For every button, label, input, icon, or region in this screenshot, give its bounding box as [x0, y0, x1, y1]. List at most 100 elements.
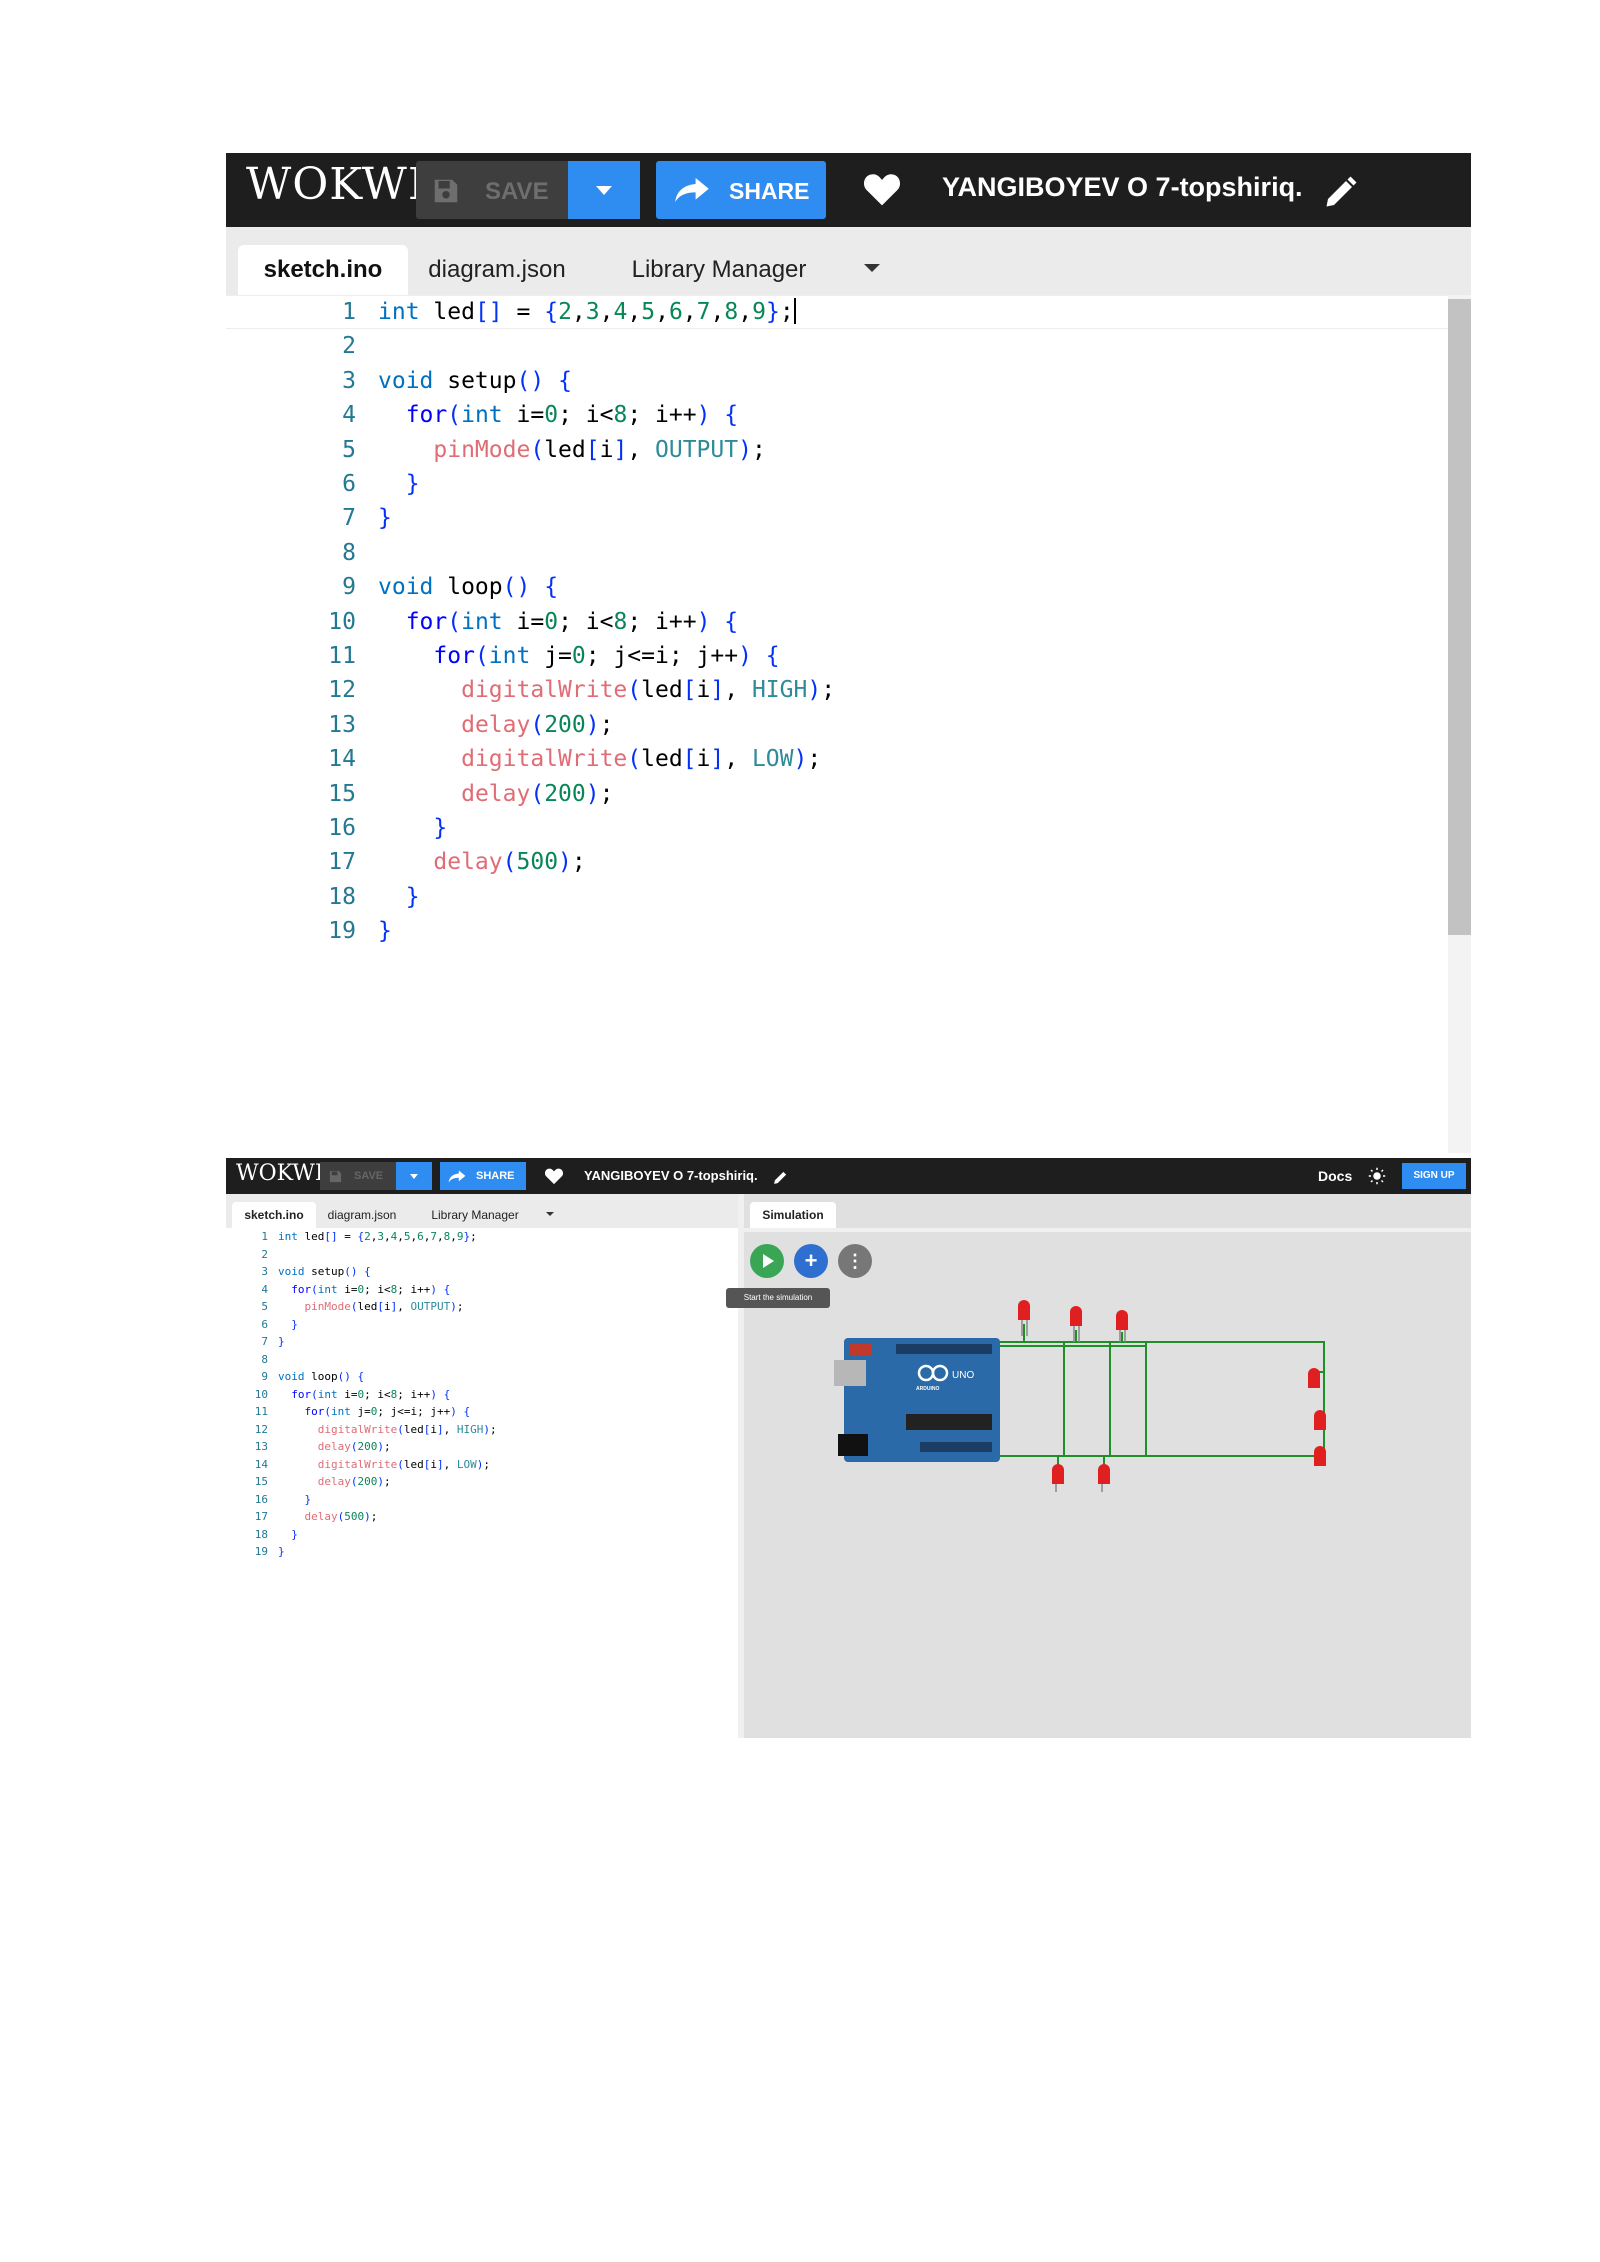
code-text[interactable]: delay(200);	[461, 711, 614, 738]
code-line[interactable]: 13 delay(200);	[226, 1438, 738, 1456]
code-line[interactable]: 5 pinMode(led[i], OUTPUT);	[226, 433, 1448, 467]
save-button[interactable]: SAVE	[416, 161, 568, 219]
code-text[interactable]: for(int j=0; j<=i; j++) {	[304, 1405, 471, 1418]
save-button[interactable]: SAVE	[320, 1162, 396, 1190]
led[interactable]	[1308, 1368, 1320, 1388]
tab-diagram-json[interactable]: diagram.json	[327, 1208, 397, 1222]
code-line[interactable]: 13 delay(200);	[226, 708, 1448, 742]
tab-diagram-json[interactable]: diagram.json	[428, 256, 566, 283]
wokwi-logo[interactable]: WOKWI	[236, 1161, 324, 1186]
add-part-button[interactable]: +	[794, 1244, 828, 1278]
save-options-dropdown[interactable]	[396, 1162, 432, 1190]
pencil-edit-icon[interactable]	[772, 1169, 789, 1186]
led[interactable]	[1098, 1464, 1110, 1492]
tab-sketch-ino[interactable]: sketch.ino	[232, 1202, 316, 1228]
code-line[interactable]: 8	[226, 536, 1448, 570]
code-line[interactable]: 16 }	[226, 811, 1448, 845]
chevron-down-icon[interactable]	[864, 264, 880, 272]
led[interactable]	[1314, 1446, 1326, 1466]
docs-link[interactable]: Docs	[1318, 1168, 1353, 1184]
led[interactable]	[1070, 1306, 1082, 1342]
code-line[interactable]: 18 }	[226, 1526, 738, 1544]
pencil-edit-icon[interactable]	[1322, 175, 1358, 211]
led[interactable]	[1052, 1464, 1064, 1492]
code-text[interactable]: }	[278, 1335, 285, 1348]
heart-icon[interactable]	[862, 171, 902, 207]
code-text[interactable]: digitalWrite(led[i], HIGH);	[317, 1422, 497, 1436]
heart-icon[interactable]	[544, 1167, 564, 1185]
code-text[interactable]: }	[405, 471, 420, 497]
code-line[interactable]: 6 }	[226, 467, 1448, 501]
code-text[interactable]: for(int i=0; i<8; i++) {	[291, 1282, 451, 1296]
code-text[interactable]: delay(200);	[317, 1475, 391, 1488]
code-line[interactable]: 6 }	[226, 1316, 738, 1334]
code-text[interactable]: pinMode(led[i], OUTPUT);	[433, 436, 766, 463]
code-line[interactable]: 17 delay(500);	[226, 1508, 738, 1526]
code-text[interactable]: void setup() {	[278, 1265, 371, 1278]
code-line[interactable]: 4 for(int i=0; i<8; i++) {	[226, 398, 1448, 432]
code-line[interactable]: 2	[226, 1246, 738, 1264]
code-line[interactable]: 14 digitalWrite(led[i], LOW);	[226, 1456, 738, 1474]
code-text[interactable]: }	[433, 815, 448, 841]
code-text[interactable]: digitalWrite(led[i], LOW);	[461, 746, 822, 773]
code-line[interactable]: 2	[226, 329, 1448, 363]
code-text[interactable]: }	[278, 1545, 285, 1558]
wokwi-logo[interactable]: WOKWI	[246, 159, 427, 210]
code-text[interactable]: delay(500);	[304, 1510, 378, 1523]
code-text[interactable]: }	[378, 918, 392, 945]
code-line[interactable]: 12 digitalWrite(led[i], HIGH);	[226, 1421, 738, 1439]
code-text[interactable]: digitalWrite(led[i], LOW);	[317, 1457, 490, 1471]
led[interactable]	[1018, 1300, 1030, 1336]
theme-sun-icon[interactable]	[1368, 1167, 1386, 1185]
code-line[interactable]: 7}	[226, 501, 1448, 535]
code-text[interactable]: void setup() {	[378, 367, 572, 394]
pane-divider[interactable]	[738, 1194, 744, 1738]
code-text[interactable]: for(int i=0; i<8; i++) {	[405, 608, 739, 635]
share-button[interactable]: SHARE	[656, 161, 826, 219]
code-text[interactable]: int led[] = {2,3,4,5,6,7,8,9};	[378, 298, 796, 325]
circuit-diagram[interactable]: UNO ARDUINO	[744, 1194, 1471, 1738]
tab-simulation[interactable]: Simulation	[750, 1202, 836, 1228]
code-text[interactable]: for(int j=0; j<=i; j++) {	[433, 643, 780, 669]
code-line[interactable]: 5 pinMode(led[i], OUTPUT);	[226, 1298, 738, 1316]
code-line[interactable]: 7}	[226, 1333, 738, 1351]
code-text[interactable]: }	[378, 505, 392, 532]
code-text[interactable]: delay(200);	[461, 780, 614, 807]
code-text[interactable]: delay(200);	[317, 1440, 391, 1453]
share-button[interactable]: SHARE	[440, 1162, 526, 1190]
code-text[interactable]: }	[405, 883, 420, 910]
tab-library-manager[interactable]: Library Manager	[631, 256, 807, 283]
code-line[interactable]: 15 delay(200);	[226, 1473, 738, 1491]
code-line[interactable]: 14 digitalWrite(led[i], LOW);	[226, 742, 1448, 776]
code-line[interactable]: 11 for(int j=0; j<=i; j++) {	[226, 639, 1448, 673]
code-text[interactable]: digitalWrite(led[i], HIGH);	[461, 677, 836, 704]
code-line[interactable]: 15 delay(200);	[226, 777, 1448, 811]
code-text[interactable]: delay(500);	[433, 849, 586, 876]
more-options-button[interactable]: ⋮	[838, 1244, 872, 1278]
chevron-down-icon[interactable]	[546, 1212, 554, 1216]
arduino-uno-board[interactable]: UNO ARDUINO	[834, 1338, 1000, 1462]
code-text[interactable]: void loop() {	[378, 574, 559, 601]
code-text[interactable]: int led[] = {2,3,4,5,6,7,8,9};	[278, 1230, 477, 1243]
code-text[interactable]: }	[291, 1317, 298, 1331]
code-text[interactable]: }	[291, 1527, 298, 1541]
editor-scrollbar-thumb[interactable]	[1448, 299, 1471, 935]
code-line[interactable]: 10 for(int i=0; i<8; i++) {	[226, 1386, 738, 1404]
tab-library-manager[interactable]: Library Manager	[431, 1208, 519, 1222]
led[interactable]	[1116, 1310, 1128, 1342]
tab-sketch-ino[interactable]: sketch.ino	[238, 245, 408, 295]
code-text[interactable]: for(int i=0; i<8; i++) {	[291, 1387, 451, 1401]
code-line[interactable]: 4 for(int i=0; i<8; i++) {	[226, 1281, 738, 1299]
code-line[interactable]: 11 for(int j=0; j<=i; j++) {	[226, 1403, 738, 1421]
code-text[interactable]: pinMode(led[i], OUTPUT);	[304, 1300, 464, 1313]
code-text[interactable]: for(int i=0; i<8; i++) {	[405, 402, 739, 429]
code-line[interactable]: 10 for(int i=0; i<8; i++) {	[226, 605, 1448, 639]
code-line[interactable]: 16 }	[226, 1491, 738, 1509]
